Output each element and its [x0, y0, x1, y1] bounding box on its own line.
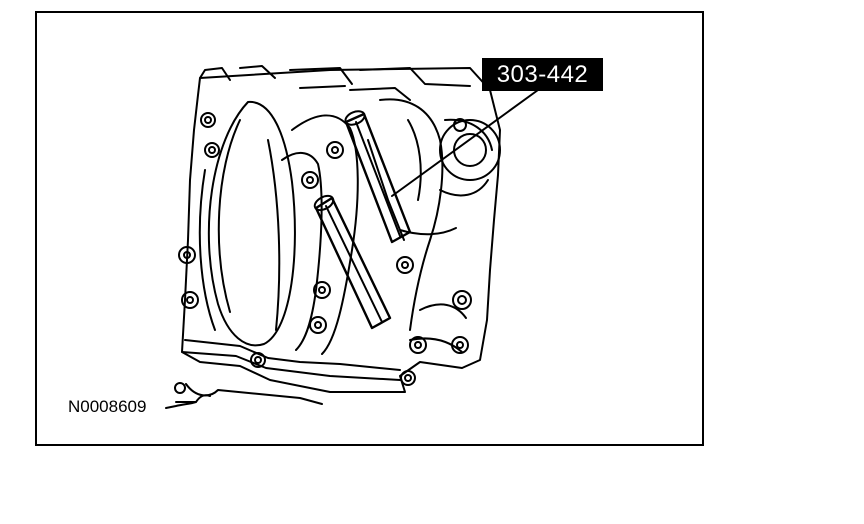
tool-pin-lower — [314, 196, 392, 330]
right-bearing-web — [379, 98, 444, 331]
block-outline — [181, 67, 501, 393]
figure-id-leader — [165, 401, 197, 409]
tool-pin-upper — [344, 112, 412, 244]
tool-callout-leader — [391, 89, 539, 197]
tool-number-label: 303-442 — [482, 58, 603, 91]
crank-bore-left — [207, 100, 296, 347]
right-boss-outer — [439, 119, 501, 181]
figure-id-label: N0008609 — [68, 397, 147, 416]
main-bearing-web — [291, 114, 359, 355]
